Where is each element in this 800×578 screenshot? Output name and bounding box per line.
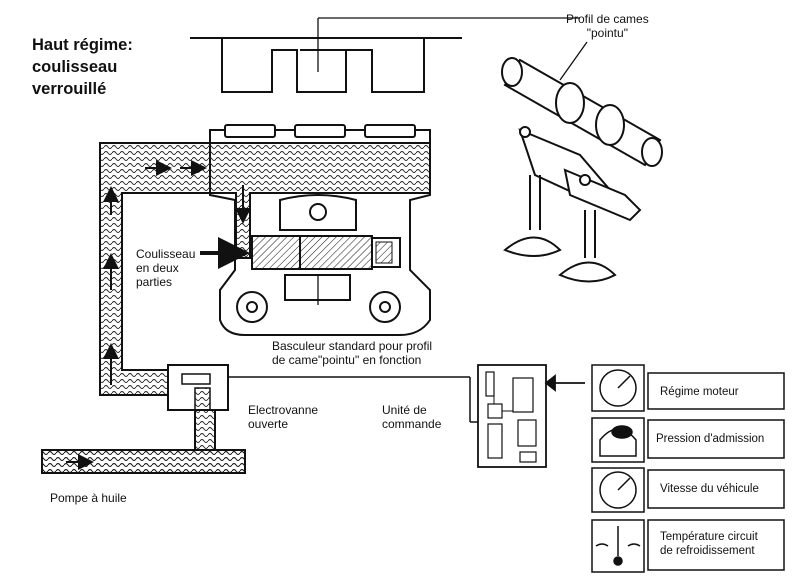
pressure-gauge-icon — [599, 425, 637, 457]
sensor-text-coolant-temp-1: Température circuit — [660, 531, 758, 543]
sensor-label-intake-pressure: Pression d'admission — [656, 432, 764, 446]
oil-pump-label: Pompe à huile — [50, 491, 127, 505]
oil-pump-text: Pompe à huile — [50, 491, 127, 505]
leader-lines — [317, 17, 588, 305]
two-part-slider — [251, 235, 401, 270]
title-line-3: verrouillé — [32, 80, 107, 98]
sensor-label-vehicle-speed: Vitesse du véhicule — [660, 482, 759, 496]
cam-profile-line-2: "pointu" — [586, 26, 628, 40]
thermometer-icon — [595, 526, 641, 566]
control-unit-line-2: commande — [382, 417, 442, 431]
sensor-text-intake-pressure: Pression d'admission — [656, 433, 765, 445]
solenoid-label: Electrovanne ouverte — [248, 403, 318, 431]
cam-profile-line-1: Profil de cames — [566, 12, 649, 26]
valve-mechanism — [501, 57, 663, 283]
sensor-text-vehicle-speed: Vitesse du véhicule — [660, 483, 759, 495]
control-unit-box — [477, 364, 585, 468]
sensor-text-engine-speed: Régime moteur — [660, 386, 739, 398]
sensor-label-coolant-temp: Température circuit de refroidissement — [660, 530, 758, 558]
sensor-panel — [591, 364, 785, 573]
sensor-label-engine-speed: Régime moteur — [660, 385, 739, 399]
rocker-line-1: Basculeur standard pour profil — [272, 339, 433, 353]
sensor-text-coolant-temp-2: de refroidissement — [660, 545, 755, 557]
slider-line-1: Coulisseau — [136, 247, 196, 261]
rocker-label: Basculeur standard pour profil de came"p… — [272, 339, 432, 367]
title-line-2: coulisseau — [32, 58, 118, 76]
speedometer-icon — [599, 471, 637, 509]
slider-label: Coulisseau en deux parties — [136, 247, 195, 289]
solenoid-line-1: Electrovanne — [248, 403, 319, 417]
rocker-line-2: de came"pointu" en fonction — [272, 353, 422, 367]
slider-line-2: en deux — [136, 261, 179, 275]
diagram-title: Haut régime: coulisseau verrouillé — [32, 34, 133, 100]
title-line-1: Haut régime: — [32, 36, 133, 54]
slider-line-3: parties — [136, 275, 173, 289]
cam-profile-label: Profil de cames "pointu" — [566, 12, 649, 40]
control-unit-label: Unité de commande — [382, 403, 441, 431]
oil-flow-arrows — [66, 160, 251, 470]
solenoid-valve — [167, 364, 478, 423]
camshaft — [190, 37, 462, 93]
solenoid-line-2: ouverte — [248, 417, 289, 431]
control-unit-line-1: Unité de — [382, 403, 427, 417]
tachometer-icon — [599, 369, 637, 407]
